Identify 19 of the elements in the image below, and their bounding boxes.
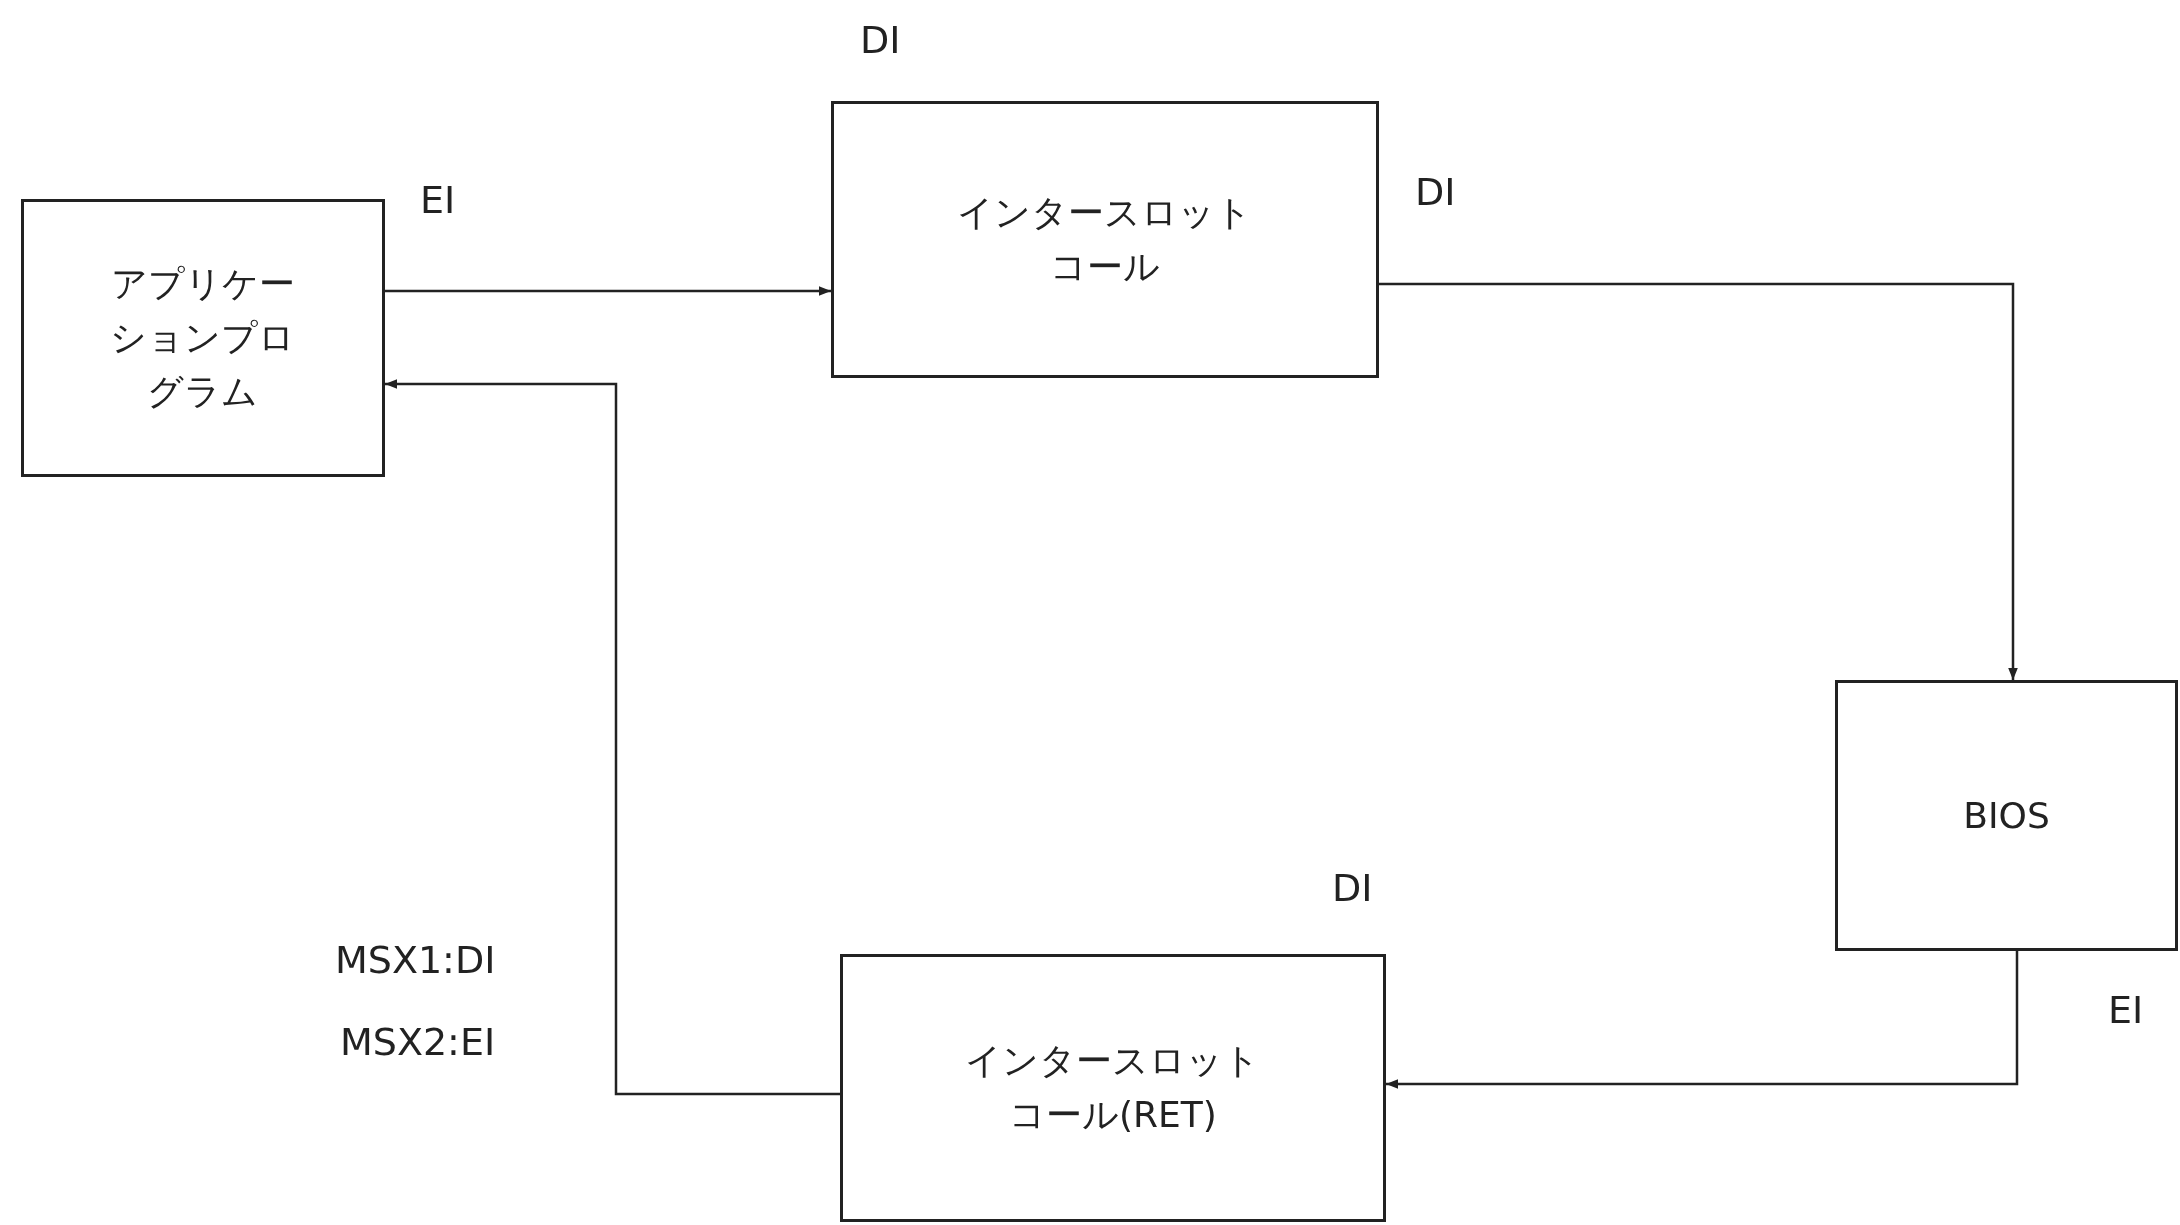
signal-label: DI <box>860 18 901 62</box>
node-label: BIOS <box>1963 793 2050 838</box>
signal-label: EI <box>420 178 456 222</box>
process-box <box>831 101 1379 378</box>
process-box <box>840 954 1386 1222</box>
signal-label: DI <box>1332 866 1373 910</box>
signal-label: DI <box>1415 170 1456 214</box>
signal-label: MSX1:DI <box>335 938 496 982</box>
process-box <box>21 199 385 477</box>
signal-label: MSX2:EI <box>340 1020 496 1064</box>
node-label: インタースロットコール(RET) <box>964 1039 1262 1137</box>
arrow <box>1379 282 2018 680</box>
process-box <box>1835 680 2178 951</box>
arrow <box>385 379 840 1096</box>
arrow <box>1386 951 2019 1089</box>
signal-label: EI <box>2108 988 2144 1032</box>
node-label: アプリケーションプログラム <box>109 262 297 414</box>
node-label: インタースロットコール <box>956 190 1254 289</box>
arrow <box>385 286 831 296</box>
